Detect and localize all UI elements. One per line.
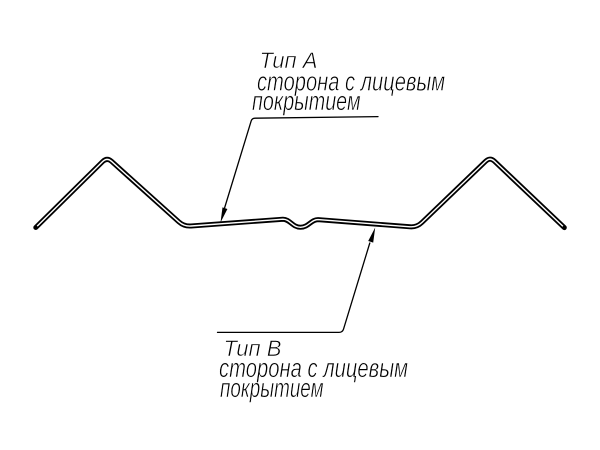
- svg-text:сторона с лицевым: сторона с лицевым: [219, 353, 408, 383]
- svg-text:покрытием: покрытием: [220, 373, 324, 403]
- svg-text:Тип А: Тип А: [260, 48, 318, 73]
- svg-text:Тип В: Тип В: [224, 336, 282, 361]
- svg-text:сторона с лицевым: сторона с лицевым: [257, 67, 445, 97]
- svg-text:покрытием: покрытием: [252, 86, 361, 116]
